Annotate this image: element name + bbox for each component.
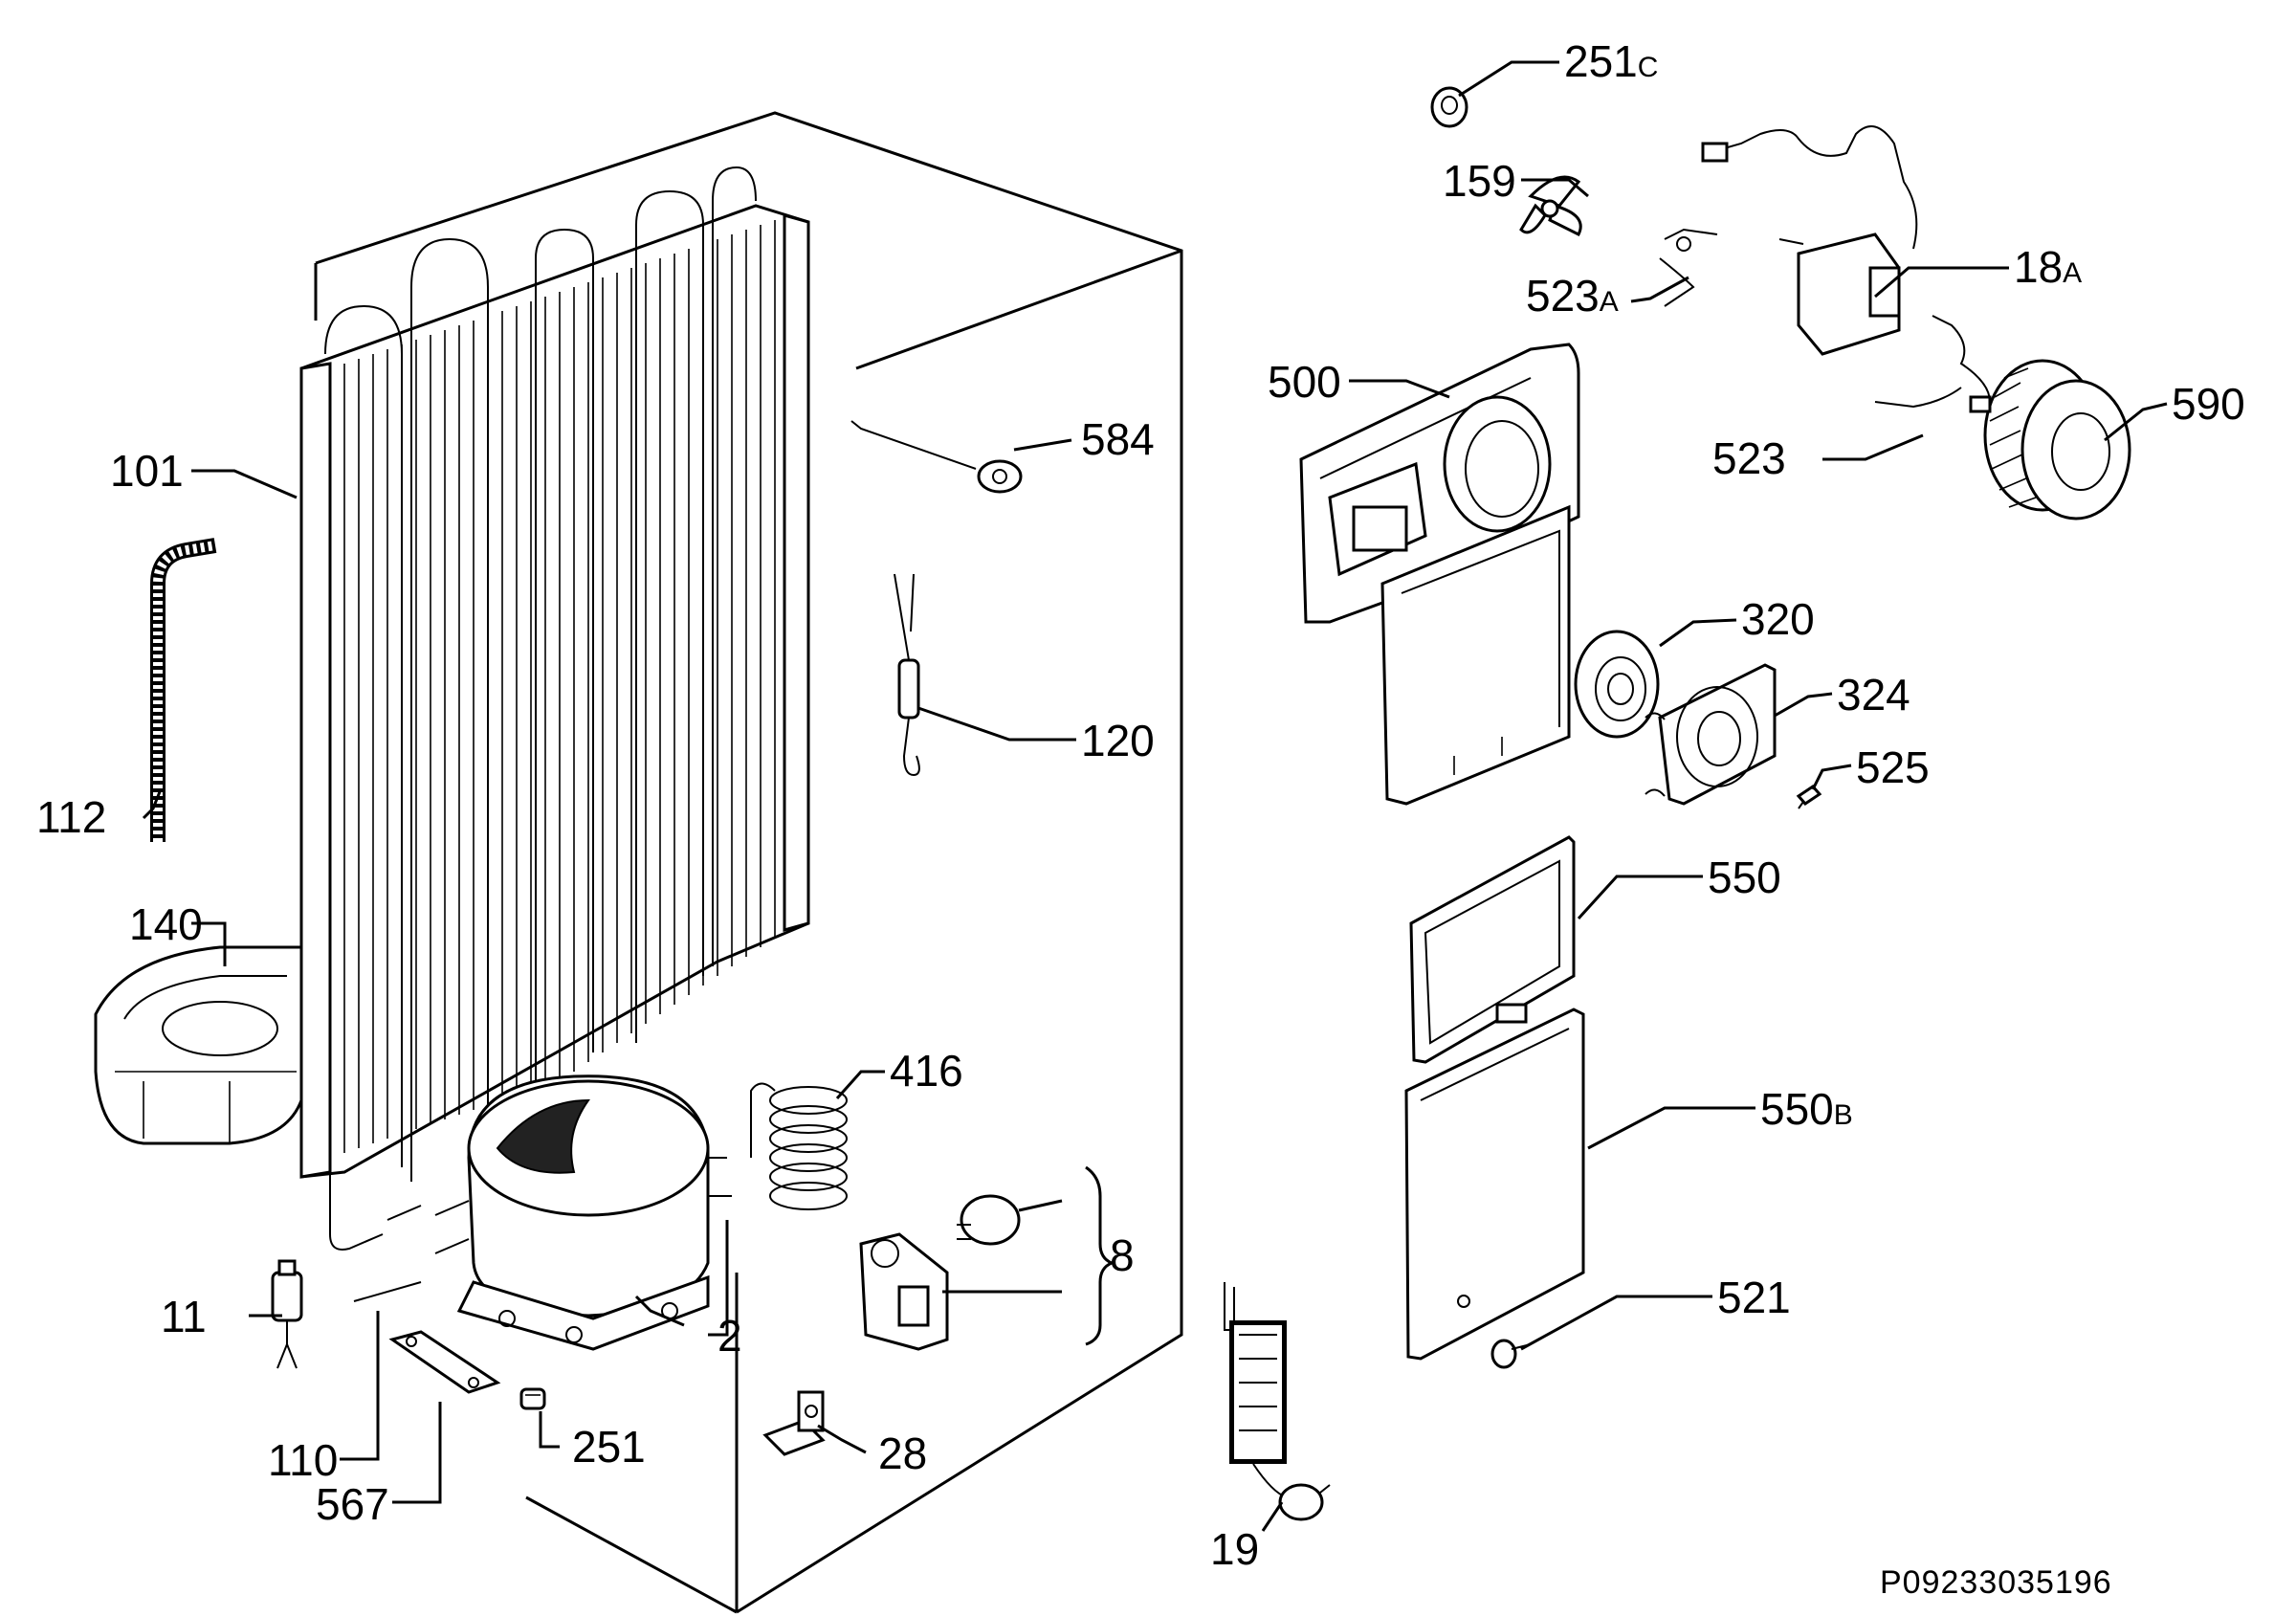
wiring-harness-part	[1874, 315, 1992, 413]
label-567: 567	[316, 1479, 389, 1529]
drip-tray-part	[94, 945, 303, 1145]
compressor-part	[456, 1074, 732, 1351]
cap-part-251c	[1430, 86, 1468, 128]
label-28: 28	[878, 1429, 927, 1478]
filter-dryer-part	[271, 1259, 303, 1369]
relay-part	[859, 1194, 1021, 1351]
tube-stubs	[353, 1200, 470, 1302]
label-324: 324	[1837, 670, 1910, 720]
condenser-part	[299, 166, 810, 1251]
heater-coil-part	[750, 1082, 848, 1210]
label-120: 120	[1081, 716, 1155, 765]
label-416: 416	[890, 1046, 963, 1096]
label-521: 521	[1717, 1273, 1791, 1322]
label-101: 101	[110, 446, 184, 496]
fan-cover-panel-part	[1299, 343, 1580, 806]
drawing-code: P09233035196	[1880, 1564, 2112, 1601]
pin-part	[1796, 785, 1822, 809]
label-500: 500	[1268, 357, 1341, 407]
bracket-part	[388, 1330, 501, 1394]
label-19: 19	[1210, 1524, 1259, 1574]
fan-housing-part	[1645, 663, 1777, 806]
label-8: 8	[1110, 1230, 1135, 1280]
lower-panel-part	[1404, 1008, 1585, 1361]
label-2: 2	[718, 1311, 742, 1361]
grommet-part	[519, 1387, 546, 1410]
drain-tube-part	[150, 538, 217, 842]
label-251: 251	[572, 1422, 646, 1472]
label-523: 523	[1712, 433, 1786, 483]
fan-ring-part	[1574, 630, 1660, 739]
label-11: 11	[161, 1292, 207, 1341]
clip-part	[762, 1390, 826, 1456]
power-cable-part	[1224, 1282, 1331, 1521]
label-590: 590	[2172, 379, 2245, 429]
leader-lines	[142, 60, 2168, 1532]
cover-panel-part	[1409, 835, 1576, 1064]
label-112: 112	[36, 792, 106, 842]
fan-drum-part	[1983, 359, 2131, 521]
label-584: 584	[1081, 414, 1155, 464]
sensor-part	[850, 420, 1023, 494]
label-525: 525	[1856, 742, 1930, 792]
harness-part-523a	[1659, 228, 1718, 307]
knob-part	[1490, 1339, 1532, 1369]
fan-blade-part	[1519, 175, 1582, 237]
label-251c: 251C	[1564, 36, 1658, 86]
label-140: 140	[129, 899, 203, 949]
label-320: 320	[1741, 594, 1815, 644]
label-550: 550	[1708, 853, 1781, 902]
fan-motor-part	[1701, 125, 1918, 356]
label-523a: 523A	[1526, 271, 1619, 321]
part-labels: 251C 159 523A 18A 500 590 523 320 324 52…	[36, 36, 2245, 1601]
label-18a: 18A	[2014, 242, 2082, 292]
cabinet-outline	[314, 111, 1183, 1614]
label-110: 110	[268, 1435, 338, 1485]
capillary-part	[894, 573, 920, 777]
label-550b: 550B	[1760, 1084, 1853, 1134]
label-159: 159	[1443, 156, 1516, 206]
